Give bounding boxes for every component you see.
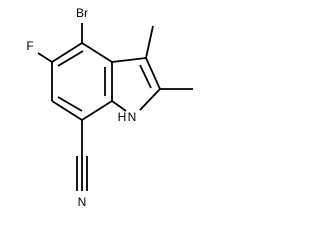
- bond-c6-c7-inner: [57, 96, 83, 112]
- bond-c3-c2-inner: [139, 64, 152, 89]
- bond-c3-methyl: [145, 25, 154, 59]
- bond-c2-n1: [139, 88, 161, 111]
- bond-c6-c7: [51, 100, 83, 121]
- bond-c4-c5: [51, 42, 83, 63]
- bond-c3a-c3: [111, 57, 147, 63]
- indole-hydrogen-label: H: [118, 110, 127, 124]
- fluorine-label: F: [26, 39, 33, 53]
- bond-c7-c7a: [81, 100, 113, 121]
- bond-c3-c2: [145, 57, 161, 90]
- bond-c4-c3a: [81, 42, 113, 63]
- bond-c4-c5-inner: [57, 50, 84, 67]
- bromine-label: Br: [76, 6, 88, 20]
- molecule-structure: Br F H N N: [26, 6, 193, 209]
- bond-n1-c7a: [111, 100, 127, 112]
- bond-c5-f: [37, 52, 53, 63]
- indole-nitrogen-label: N: [128, 110, 137, 124]
- nitrile-nitrogen-label: N: [78, 195, 87, 209]
